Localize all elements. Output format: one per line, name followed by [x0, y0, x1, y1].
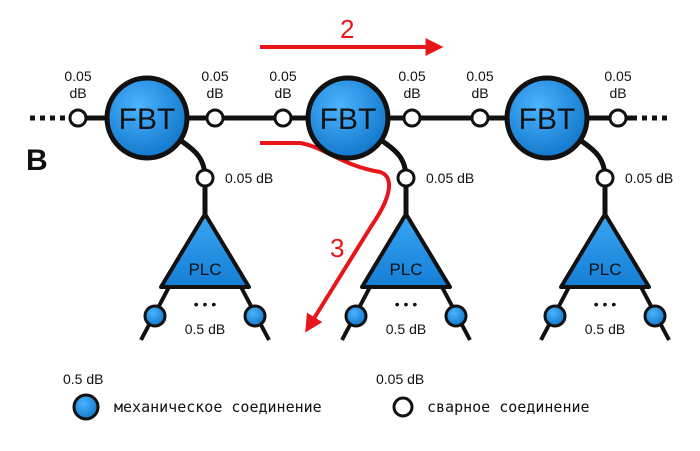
legend-weld-label: сварное соединение	[427, 398, 590, 416]
plc-ellipsis-2: • • •	[395, 296, 418, 312]
plc-splitter-1	[159, 212, 251, 289]
trunk-weld-joint-4	[402, 108, 422, 128]
mechanical-joint-left-3	[543, 304, 567, 328]
branch-loss-label-3: 0.05 dB	[625, 170, 673, 186]
mechanical-joint-right-2	[444, 304, 468, 328]
plc-label-1: PLC	[188, 260, 221, 279]
arrow-2-label: 2	[340, 14, 354, 44]
mechanical-joint-left-2	[344, 304, 368, 328]
legend-mechanical-label: механическое соединение	[114, 398, 322, 416]
legend: 0.5 dB механическое соединение 0.05 dB с…	[63, 371, 590, 421]
branch-weld-joint-3	[595, 168, 615, 188]
section-letter: В	[26, 144, 48, 177]
plc-label-3: PLC	[588, 260, 621, 279]
plc-output-loss-label-2: 0.5 dB	[386, 321, 426, 337]
plc-splitter-2	[360, 212, 452, 289]
trunk-weld-joint-3	[273, 108, 293, 128]
splitter-unit-3: PLC 0.05 dB • • • 0.5 dB FBT	[504, 75, 673, 341]
plc-splitter-3	[559, 212, 651, 289]
arrow-3-label: 3	[330, 233, 344, 263]
mechanical-joint-right-1	[243, 304, 267, 328]
arrow-3	[260, 141, 392, 333]
fbt-label-1: FBT	[119, 103, 176, 136]
weld-joint-icon	[392, 396, 414, 418]
branch-loss-label-1: 0.05 dB	[225, 170, 273, 186]
fbt-coupler-3	[504, 75, 590, 161]
fbt-coupler-2	[305, 75, 391, 161]
plc-ellipsis-1: • • •	[194, 296, 217, 312]
splitter-unit-2: PLC 0.05 dB • • • 0.5 dB FBT	[305, 75, 474, 341]
fbt-label-2: FBT	[320, 103, 377, 136]
mechanical-joint-left-1	[143, 304, 167, 328]
plc-label-2: PLC	[389, 260, 422, 279]
legend-weld-value: 0.05 dB	[376, 371, 424, 387]
mechanical-joint-icon	[72, 393, 100, 421]
fbt-label-3: FBT	[519, 103, 576, 136]
branch-weld-joint-1	[195, 168, 215, 188]
plc-ellipsis-3: • • •	[594, 296, 617, 312]
trunk-weld-joint-2	[205, 108, 225, 128]
plc-output-loss-label-1: 0.5 dB	[185, 321, 225, 337]
trunk-weld-joint-6	[608, 108, 628, 128]
splitter-unit-1: PLC 0.05 dB • • • 0.5 dB FBT	[104, 75, 273, 341]
mechanical-joint-right-3	[643, 304, 667, 328]
plc-output-loss-label-3: 0.5 dB	[585, 321, 625, 337]
branch-weld-joint-2	[396, 168, 416, 188]
trunk-weld-joint-1	[68, 108, 88, 128]
legend-mechanical-value: 0.5 dB	[63, 371, 103, 387]
branch-loss-label-2: 0.05 dB	[426, 170, 474, 186]
fbt-coupler-1	[104, 75, 190, 161]
trunk-weld-joint-5	[470, 108, 490, 128]
